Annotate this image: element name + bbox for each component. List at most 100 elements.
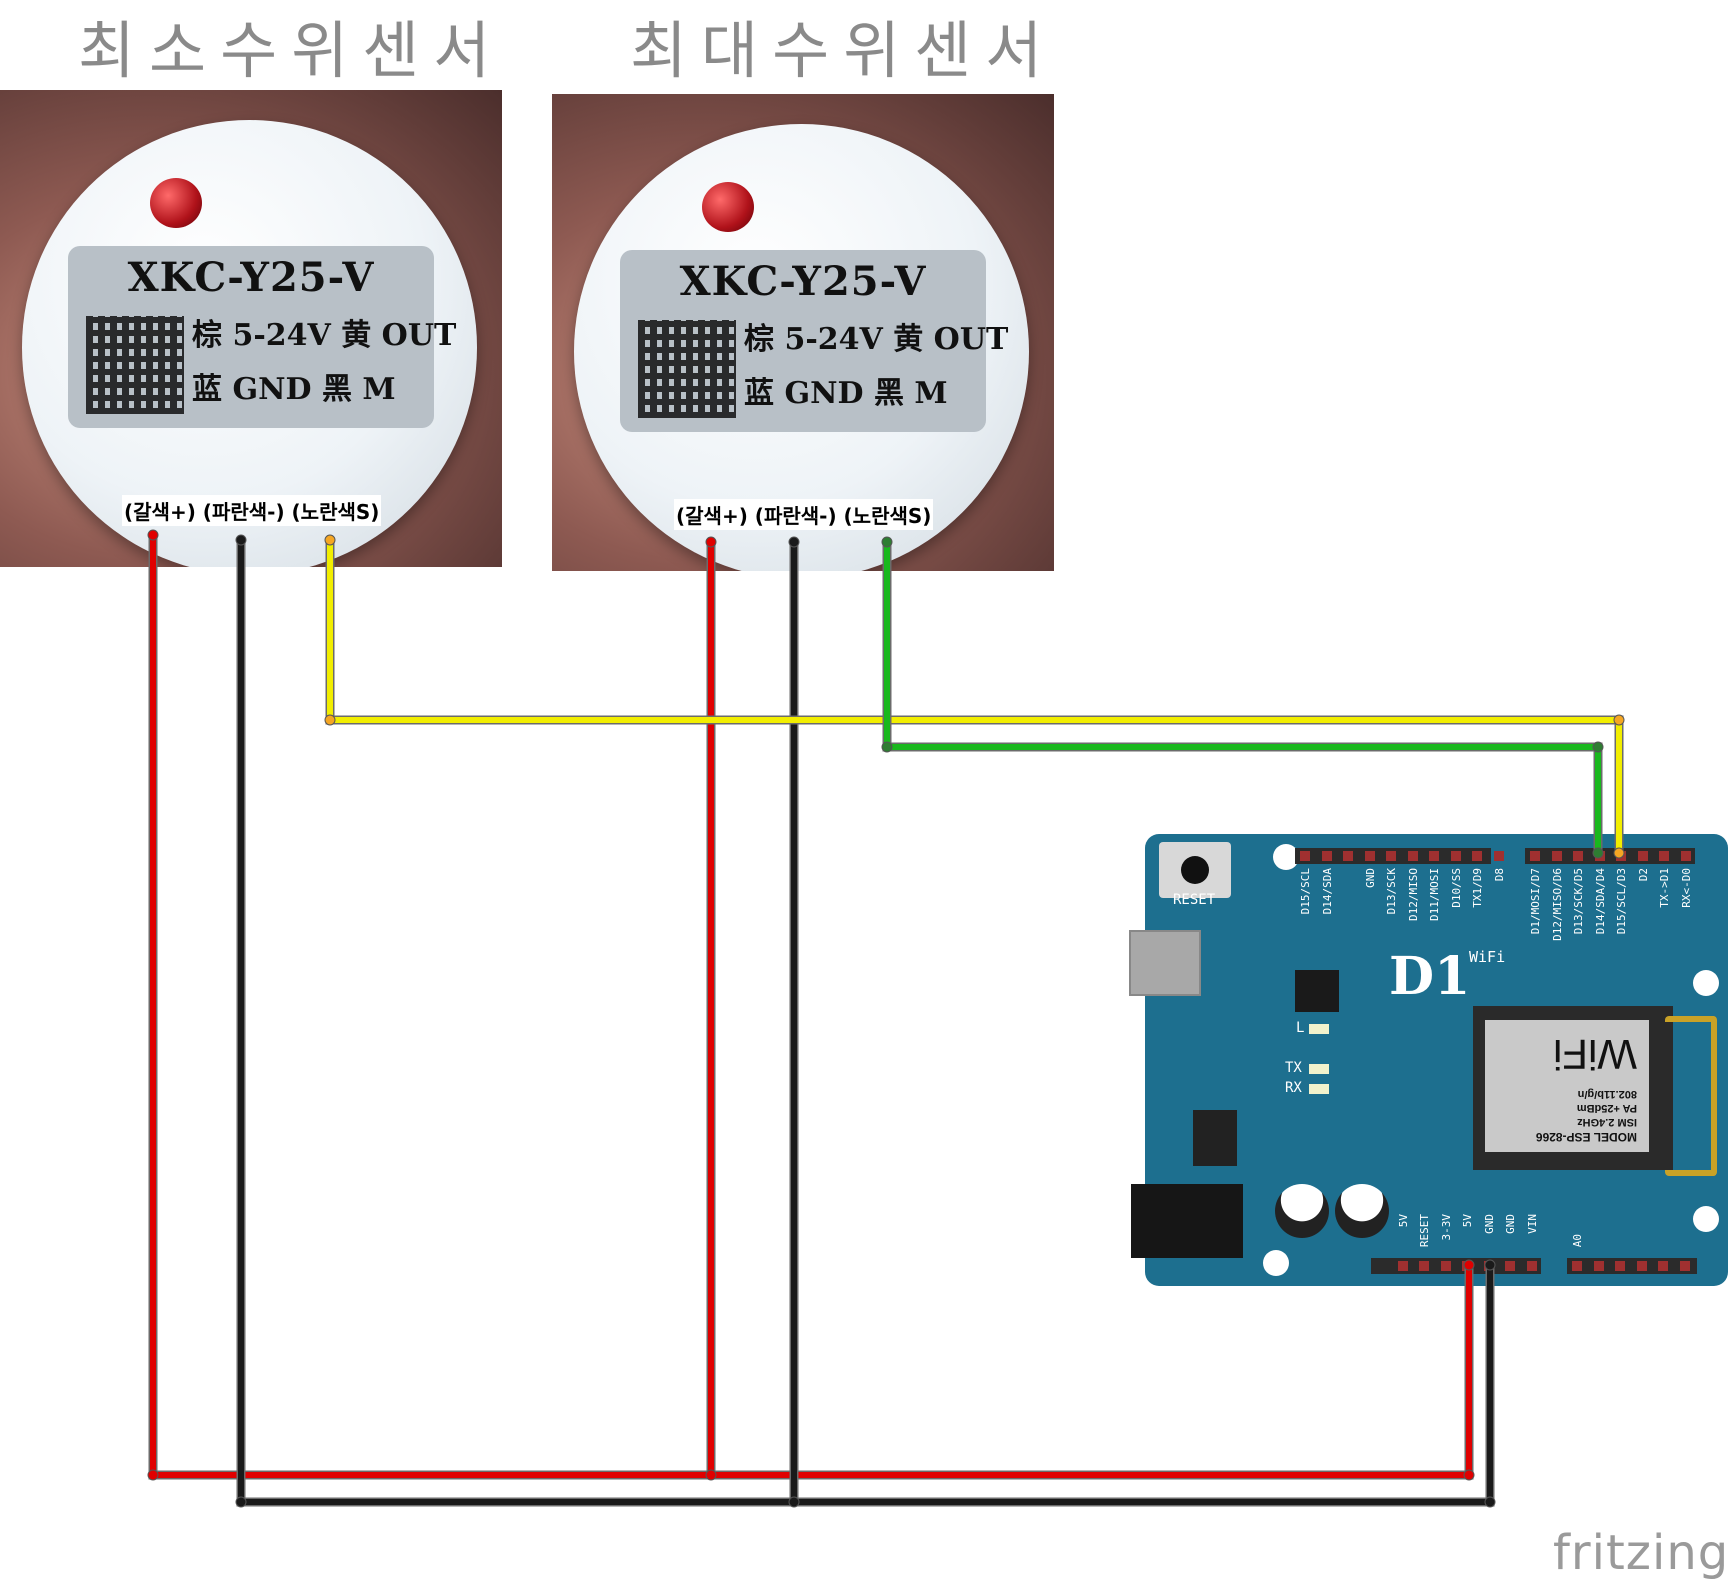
signal-wire-max-sensor[interactable] [884,542,1601,853]
max-sensor-pin-caption: (갈색+) (파란색-) (노란색S) [674,499,934,530]
led-tx-label: TX [1285,1060,1302,1076]
wire-joint [1484,1259,1496,1271]
reset-button-cap-icon [1181,856,1209,884]
wire-joint [235,534,247,546]
wire-joint [1592,741,1604,753]
wire-joint [147,1469,159,1481]
led-tx-icon [1309,1064,1329,1074]
wire-joint [147,529,159,541]
signal-wire-min-sensor[interactable] [327,540,1622,853]
capacitor [1275,1184,1329,1238]
sensor-pin-row-1: 棕 5-24V 黄 OUT [192,318,457,353]
analog-pin [1593,1261,1604,1271]
ground-wire-min-sensor-outline [236,540,1495,1507]
top-left-pin [1493,851,1504,861]
wire-joint [235,1496,247,1508]
qr-code-icon [86,316,184,414]
led-l-label: L [1296,1020,1305,1036]
top-right-pin [1680,851,1691,861]
fritzing-watermark: fritzing [1553,1525,1728,1581]
signal-wire-min-sensor-outline [325,540,1624,853]
top-header-right [1525,848,1695,864]
min-sensor-pin-caption: (갈색+) (파란색-) (노란색S) [122,495,382,526]
wire-joint [1613,847,1625,859]
wire-joint [705,1469,717,1481]
top-left-pin [1407,851,1418,861]
wire-joint [1592,847,1604,859]
mounting-hole [1693,970,1719,996]
esp8266-module: MODEL ESP-8266 ISM 2.4GHz PA +25dBm 802.… [1473,1006,1717,1176]
top-left-pin [1343,851,1353,861]
top-right-pin [1551,851,1562,861]
min-sensor-title: 최소수위센서 [78,14,505,87]
signal-wire-max-sensor-outline [882,542,1603,853]
analog-pin [1615,1261,1625,1271]
sensor-pin-row-2: 蓝 GND 黑 M [744,376,948,411]
sensor-pin-row-2: 蓝 GND 黑 M [192,372,396,407]
min-sensor-photo: XKC-Y25-V 棕 5-24V 黄 OUT 蓝 GND 黑 M [0,90,502,567]
analog-pin [1636,1261,1647,1271]
wire-joint [881,741,893,753]
max-sensor-title: 최대수위센서 [630,14,1057,87]
top-left-pin [1472,851,1482,861]
wire-joint [881,536,893,548]
top-right-pin [1637,851,1648,861]
bottom-power-pin [1397,1261,1408,1271]
d1-logo: D1 [1389,946,1471,1007]
mounting-hole [1273,844,1299,870]
bottom-power-pin [1440,1261,1451,1271]
wire-joint [788,1496,800,1508]
mounting-hole [1263,1250,1289,1276]
min-sensor-label: XKC-Y25-V 棕 5-24V 黄 OUT 蓝 GND 黑 M [68,246,456,428]
wire-joint [1463,1469,1475,1481]
top-right-pin [1530,851,1540,861]
top-left-pin [1300,851,1310,861]
reset-button[interactable] [1159,842,1231,898]
analog-pin [1572,1261,1582,1271]
min-sensor-led [150,178,202,228]
wire-joint [324,534,336,546]
bottom-header-power [1371,1258,1541,1274]
bottom-power-pin [1526,1261,1537,1271]
antenna-icon [1665,1016,1717,1176]
led-rx-label: RX [1285,1080,1302,1096]
sensor-pin-row-1: 棕 5-24V 黄 OUT [744,322,1009,357]
top-left-pin [1429,851,1439,861]
sensor-model-text: XKC-Y25-V [127,254,375,301]
wire-joint [788,536,800,548]
max-sensor-led [702,182,754,232]
power-jack [1131,1184,1243,1258]
top-left-pin [1364,851,1375,861]
capacitor [1335,1184,1389,1238]
top-left-pin [1321,851,1332,861]
top-left-pin [1386,851,1396,861]
voltage-regulator [1193,1110,1237,1166]
wire-joint [1463,1259,1475,1271]
usb-serial-chip [1295,970,1339,1012]
sensor-model-text: XKC-Y25-V [679,258,927,305]
bottom-power-pin [1419,1261,1429,1271]
d1-wifi-board: RESET L TX RX D1 WiFi MODEL ESP-8266 ISM… [1129,834,1728,1286]
mounting-hole [1693,1206,1719,1232]
power-wire-min-sensor-outline [148,535,1474,1480]
power-wire-min-sensor[interactable] [150,535,1472,1478]
wire-joint [1484,1496,1496,1508]
wire-joint [1613,714,1625,726]
wifi-label: WiFi [1469,948,1506,966]
bottom-power-pin [1505,1261,1515,1271]
led-l-icon [1309,1024,1329,1034]
max-sensor-photo: XKC-Y25-V 棕 5-24V 黄 OUT 蓝 GND 黑 M [552,94,1054,571]
led-rx-icon [1309,1084,1329,1094]
analog-pin [1658,1261,1668,1271]
wire-joint [705,536,717,548]
usb-connector [1129,930,1201,996]
reset-label: RESET [1173,892,1216,908]
ground-wire-min-sensor[interactable] [238,540,1493,1505]
max-sensor-label: XKC-Y25-V 棕 5-24V 黄 OUT 蓝 GND 黑 M [620,250,1008,432]
top-right-pin [1659,851,1669,861]
top-right-pin [1573,851,1583,861]
analog-pin [1679,1261,1690,1271]
wire-joint [324,714,336,726]
qr-code-icon [638,320,736,418]
